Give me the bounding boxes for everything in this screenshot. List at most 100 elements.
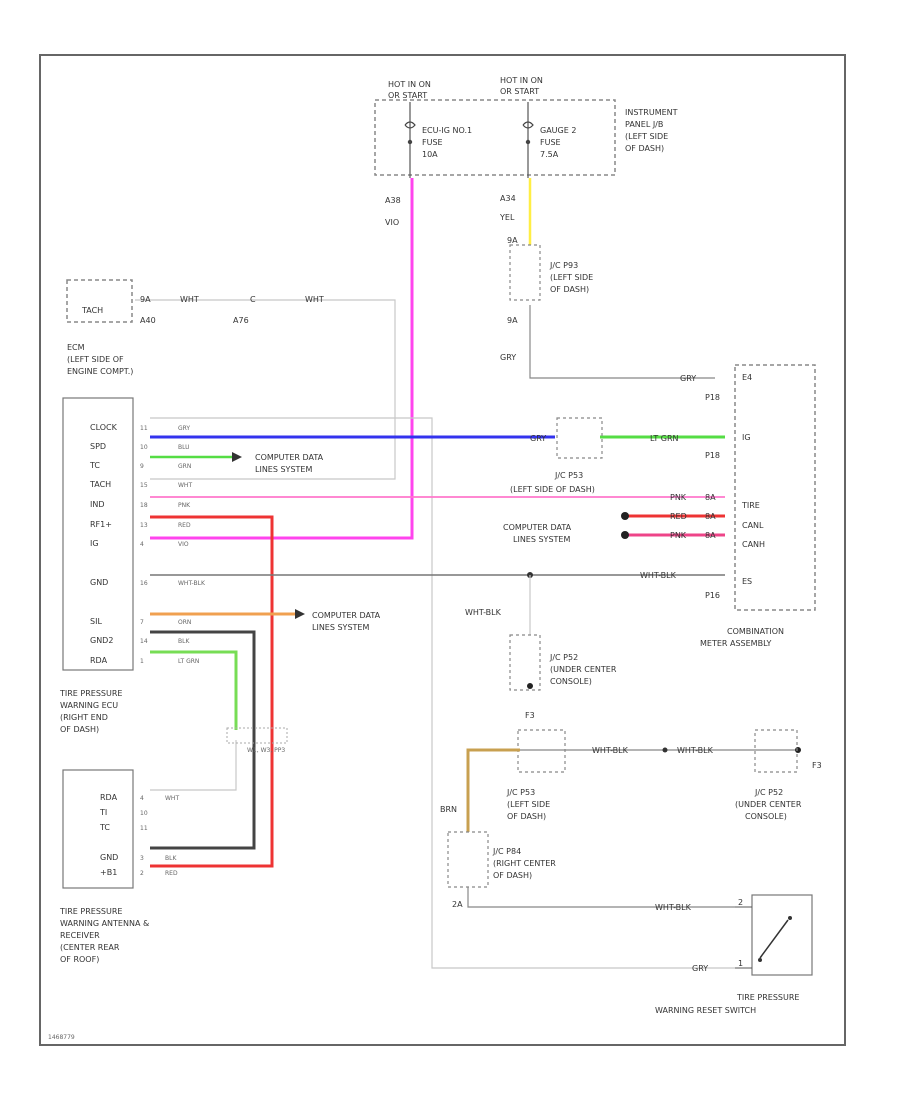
ecu-wire-label: BLK: [178, 638, 190, 645]
jc-p53-wire-out: LT GRN: [650, 434, 679, 443]
end-dot-right: [795, 747, 801, 753]
combo-title-2: METER ASSEMBLY: [700, 639, 771, 648]
cdl1-line1: COMPUTER DATA: [255, 453, 324, 462]
ecu-pin-label: TC: [89, 461, 100, 470]
bottom-wire-brn: BRN: [440, 805, 457, 814]
tpms-ecu-title-2: WARNING ECU: [60, 701, 118, 710]
ecu-wire-label: BLU: [178, 444, 190, 451]
bottom-wire-mid2: WHT-BLK: [677, 746, 714, 755]
ecu-pin-label: GND: [90, 578, 108, 587]
ecu-wire-label: VIO: [178, 541, 189, 548]
antenna-pin-label: TC: [99, 823, 110, 832]
fuse1-symbol: [404, 121, 416, 129]
ecu-pin-number: 18: [140, 502, 148, 509]
ecm-wire2: WHT: [305, 295, 324, 304]
antenna-wire-label: BLK: [165, 855, 177, 862]
canh-dot: [621, 531, 629, 539]
wire-clock: [150, 417, 735, 969]
ecu-pin-label: RDA: [90, 656, 108, 665]
hot1-line1: HOT IN ON: [388, 80, 431, 89]
bottom-jc-p52-l1: J/C P52: [754, 788, 783, 797]
combo-wire-top: GRY: [680, 374, 696, 383]
mid-conn-label: W1, W3, PP3: [247, 747, 285, 754]
reset-title-1: TIRE PRESSURE: [736, 993, 799, 1002]
ecm-pin1: 9A: [140, 295, 151, 304]
antenna-title-1: TIRE PRESSURE: [59, 907, 122, 916]
antenna-pin-label: GND: [100, 853, 118, 862]
antenna-pin-number: 4: [140, 795, 144, 802]
combo-title-1: COMBINATION: [727, 627, 784, 636]
combo-conn-bot: P16: [705, 591, 720, 600]
fuse2-label-2: FUSE: [540, 138, 561, 147]
ecu-wire-label: GRY: [178, 425, 190, 432]
ecm-title-3: ENGINE COMPT.): [67, 367, 133, 376]
ecu-pin-label: GND2: [90, 636, 113, 645]
jc-p52-mid-label-1: J/C P52: [549, 653, 578, 662]
antenna-pin-number: 10: [140, 810, 148, 817]
ecu-pin-label: SPD: [90, 442, 106, 451]
fuse1-dot: [407, 139, 413, 145]
panel-label-3: (LEFT SIDE: [625, 132, 668, 141]
tpms-ecu-title-1: TIRE PRESSURE: [59, 689, 122, 698]
ecu-pin-number: 9: [140, 463, 144, 470]
combo-gnd-wire: WHT-BLK: [640, 571, 677, 580]
jc-p52-mid-label-2: (UNDER CENTER: [550, 665, 617, 674]
ecm-title-2: (LEFT SIDE OF: [67, 355, 124, 364]
switch-contact-top: [788, 916, 792, 920]
fuse2-label-3: 7.5A: [540, 150, 559, 159]
reset-pin-bot: 1: [738, 959, 743, 968]
ecu-wire-label: WHT: [178, 482, 192, 489]
ecm-pin2: A40: [140, 316, 156, 325]
wire-rda-antenna: [150, 740, 237, 791]
panel-label-4: OF DASH): [625, 144, 664, 153]
jc-p93-label-2: (LEFT SIDE: [550, 273, 593, 282]
antenna-pin-label: +B1: [100, 868, 117, 877]
ecu-wire-label: LT GRN: [178, 658, 199, 665]
jc-p53-label-1: J/C P53: [554, 471, 583, 480]
bottom-jc-p52-outline: [754, 729, 798, 773]
combo-pin-canh: CANH: [742, 540, 765, 549]
reset-pin-top: 2: [738, 898, 743, 907]
jb-outline: [374, 99, 616, 176]
wire-gnd2-black: [150, 630, 256, 850]
antenna-pin-number: 3: [140, 855, 144, 862]
jc-p53-upper-outline: [556, 417, 603, 459]
bottom-jc-p52-l2: (UNDER CENTER: [735, 800, 802, 809]
reset-wire-gry: GRY: [692, 964, 708, 973]
diagram-frame: [39, 54, 846, 1046]
tpms-ecu-box: [62, 397, 134, 671]
combo-conn-top: P18: [705, 393, 720, 402]
instrument-panel-jb: HOT IN ON OR START HOT IN ON OR START EC…: [374, 76, 678, 227]
combo-conn-ig: P18: [705, 451, 720, 460]
ecu-wire-label: RED: [178, 522, 191, 529]
reset-title-2: WARNING RESET SWITCH: [655, 1006, 756, 1015]
fuse1-label-2: FUSE: [422, 138, 443, 147]
ecu-wire-label: WHT-BLK: [178, 580, 206, 587]
jc-p53-upper: GRY LT GRN J/C P53 (LEFT SIDE OF DASH): [510, 417, 679, 494]
jc-p93-label-1: J/C P93: [549, 261, 578, 270]
mid-conn-outline: [226, 727, 288, 744]
combo-pin-ig: IG: [742, 433, 751, 442]
bottom-jc-p53-outline: [517, 729, 566, 773]
jc-p52-mid-label-3: CONSOLE): [550, 677, 592, 686]
jc-p93-wire: GRY: [500, 353, 516, 362]
hot2-line2: OR START: [500, 87, 539, 96]
jc-p52-mid-wire: WHT-BLK: [465, 608, 502, 617]
switch-contact-bot: [758, 958, 762, 962]
bottom-jc-p52-l3: CONSOLE): [745, 812, 787, 821]
bottom-junctions: F3 J/C P53 (LEFT SIDE OF DASH) WHT-BLK W…: [440, 711, 822, 912]
combo-wire-pnk: PNK: [670, 493, 687, 502]
ecu-wire-label: ORN: [178, 619, 191, 626]
combo-meter-outline: [734, 364, 816, 611]
antenna-title-2: WARNING ANTENNA &: [60, 919, 149, 928]
combo-pin-es: ES: [742, 577, 752, 586]
bottom-jc-p84-l2: (RIGHT CENTER: [493, 859, 556, 868]
ecu-pin-number: 16: [140, 580, 148, 587]
ecu-pin-label: RF1+: [90, 520, 112, 529]
jc-p52-mid-outline: [509, 634, 541, 691]
ecu-wire-label: PNK: [178, 502, 191, 509]
bottom-jc-p53-l2: (LEFT SIDE: [507, 800, 550, 809]
